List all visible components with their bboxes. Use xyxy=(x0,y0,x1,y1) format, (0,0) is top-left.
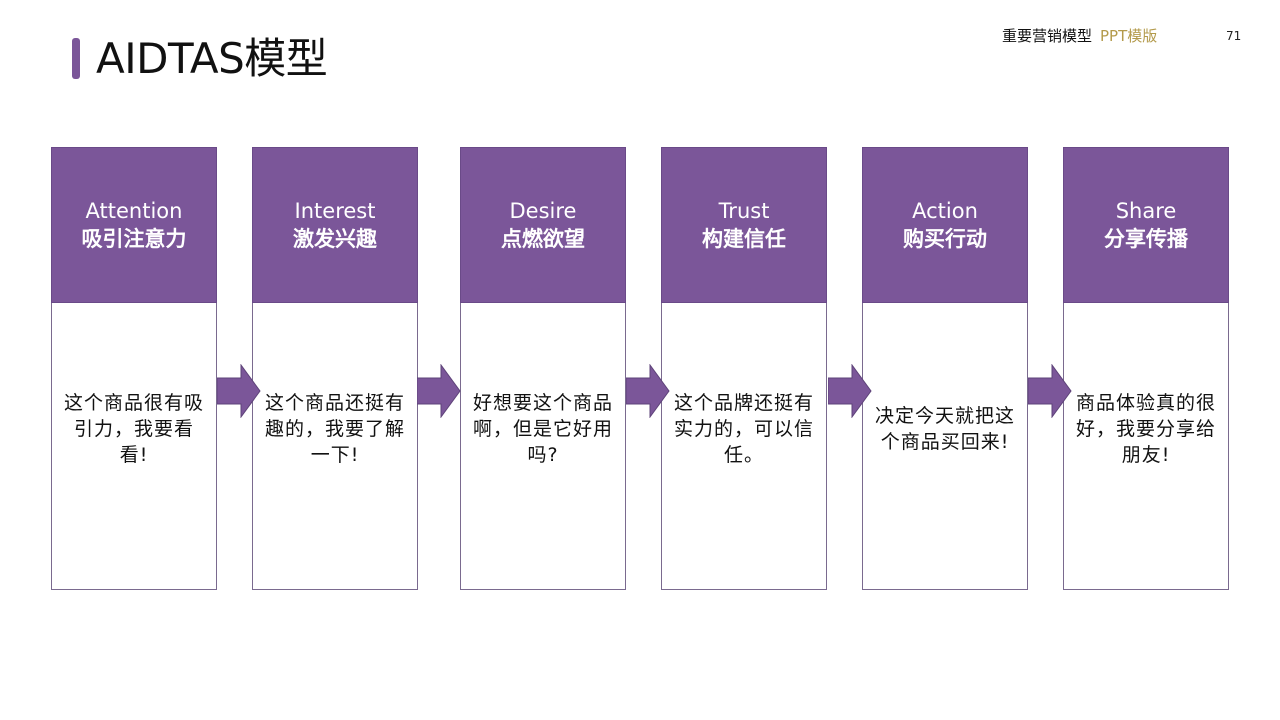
stage-title-en: Action xyxy=(912,198,978,223)
stage-description: 这个商品还挺有趣的，我要了解一下! xyxy=(265,392,406,466)
stage-description-box: 这个商品还挺有趣的，我要了解一下! xyxy=(252,303,418,590)
stage-header: Share 分享传播 xyxy=(1063,147,1229,303)
header-sub-label: PPT模版 xyxy=(1100,27,1158,45)
stage-header: Desire 点燃欲望 xyxy=(460,147,626,303)
header-caption: 重要营销模型 PPT模版 xyxy=(1002,26,1157,46)
stage-header: Interest 激发兴趣 xyxy=(252,147,418,303)
right-arrow-icon xyxy=(828,364,872,418)
stage-description: 这个品牌还挺有实力的，可以信任。 xyxy=(674,392,815,466)
stage-interest: Interest 激发兴趣 这个商品还挺有趣的，我要了解一下! xyxy=(252,147,418,590)
stage-desire: Desire 点燃欲望 好想要这个商品啊，但是它好用吗? xyxy=(460,147,626,590)
stage-description: 商品体验真的很好，我要分享给朋友! xyxy=(1076,392,1217,466)
stage-header: Action 购买行动 xyxy=(862,147,1028,303)
stage-description-box: 这个商品很有吸引力，我要看看! xyxy=(51,303,217,590)
stage-title-cn: 点燃欲望 xyxy=(501,226,585,251)
stage-description: 这个商品很有吸引力，我要看看! xyxy=(64,392,205,466)
right-arrow-icon xyxy=(1028,364,1072,418)
stage-description-box: 这个品牌还挺有实力的，可以信任。 xyxy=(661,303,827,590)
stage-description-box: 决定今天就把这个商品买回来! xyxy=(862,303,1028,590)
stage-title-en: Share xyxy=(1115,198,1177,223)
stage-title-cn: 吸引注意力 xyxy=(81,226,187,251)
stage-title-en: Desire xyxy=(509,198,577,223)
stage-share: Share 分享传播 商品体验真的很好，我要分享给朋友! xyxy=(1063,147,1229,590)
stage-trust: Trust 构建信任 这个品牌还挺有实力的，可以信任。 xyxy=(661,147,827,590)
stage-header: Attention 吸引注意力 xyxy=(51,147,217,303)
right-arrow-icon xyxy=(626,364,670,418)
title-accent-bar xyxy=(72,38,80,79)
stage-attention: Attention 吸引注意力 这个商品很有吸引力，我要看看! xyxy=(51,147,217,590)
stage-description: 好想要这个商品啊，但是它好用吗? xyxy=(473,392,614,466)
stage-title-cn: 分享传播 xyxy=(1104,226,1188,251)
stage-description-box: 好想要这个商品啊，但是它好用吗? xyxy=(460,303,626,590)
stage-title-cn: 激发兴趣 xyxy=(293,226,377,251)
stage-title-en: Interest xyxy=(294,198,376,223)
stage-description: 决定今天就把这个商品买回来! xyxy=(875,405,1016,453)
stage-title-en: Trust xyxy=(718,198,770,223)
stage-title-en: Attention xyxy=(85,198,183,223)
header-main-label: 重要营销模型 xyxy=(1002,27,1093,45)
stage-action: Action 购买行动 决定今天就把这个商品买回来! xyxy=(862,147,1028,590)
right-arrow-icon xyxy=(217,364,261,418)
page-number: 71 xyxy=(1226,29,1242,43)
stage-title-cn: 购买行动 xyxy=(903,226,987,251)
stage-header: Trust 构建信任 xyxy=(661,147,827,303)
page-title: AIDTAS模型 xyxy=(96,34,328,83)
right-arrow-icon xyxy=(417,364,461,418)
stage-description-box: 商品体验真的很好，我要分享给朋友! xyxy=(1063,303,1229,590)
stage-title-cn: 构建信任 xyxy=(702,226,786,251)
